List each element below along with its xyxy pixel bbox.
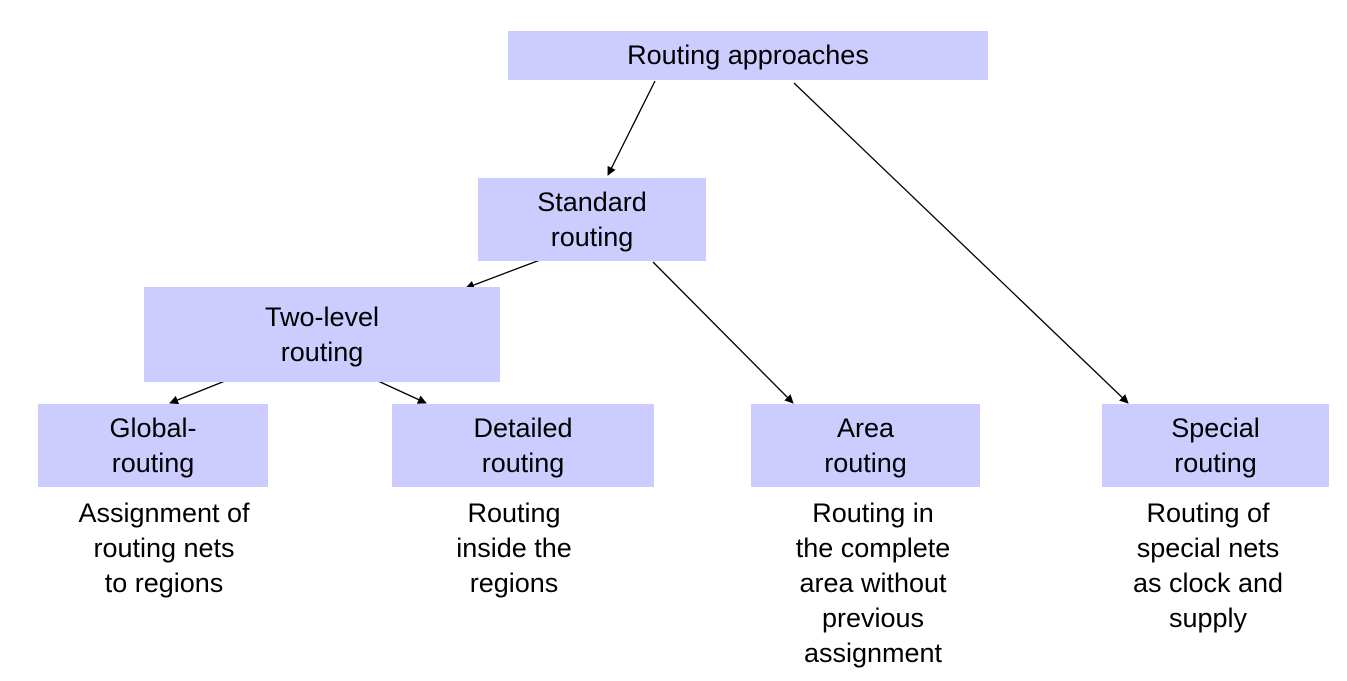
node-standard-routing: Standard routing — [478, 178, 706, 261]
edge-two-level-to-detailed — [377, 380, 427, 404]
description-area-routing: Routing in the complete area without pre… — [795, 498, 951, 668]
description-detailed-routing: Routing inside the regions — [456, 498, 572, 598]
description-special-routing: Routing of special nets as clock and sup… — [1132, 498, 1284, 633]
edge-root-to-standard — [607, 80, 656, 176]
node-area-routing: Area routing — [751, 404, 980, 487]
edge-two-level-to-global — [169, 380, 226, 405]
node-special-routing: Special routing — [1102, 404, 1329, 487]
node-two-level-routing: Two-level routing — [144, 287, 500, 382]
node-detailed-routing: Detailed routing — [392, 404, 654, 487]
node-global-routing: Global- routing — [38, 404, 268, 487]
edge-standard-to-area — [652, 261, 794, 404]
edge-root-to-special — [793, 82, 1129, 404]
node-routing-approaches: Routing approaches — [508, 31, 988, 80]
description-global-routing: Assignment of routing nets to regions — [78, 498, 250, 598]
edge-standard-to-two-level — [465, 259, 541, 290]
